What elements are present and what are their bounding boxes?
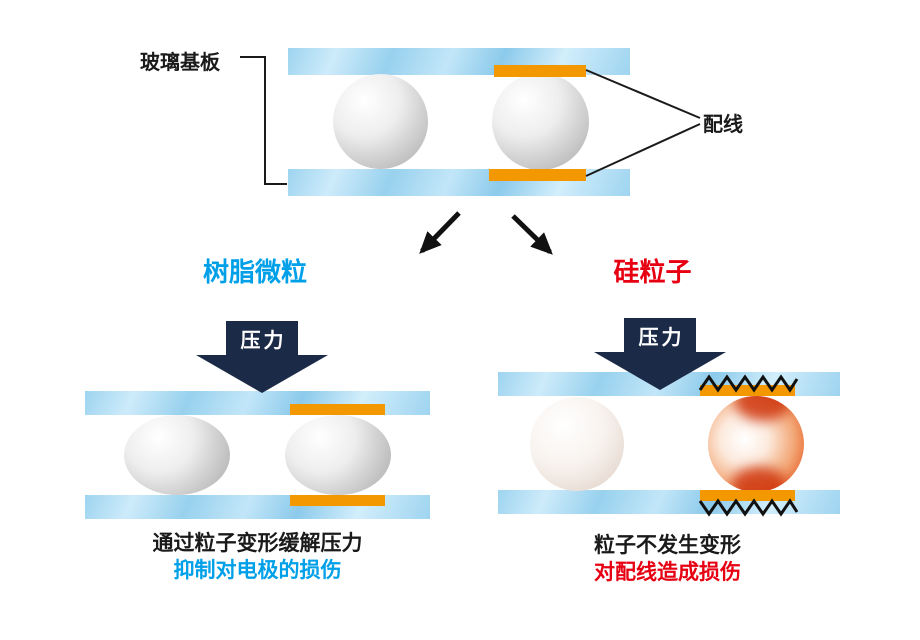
resin-branch-title: 树脂微粒	[202, 258, 307, 288]
resin-caption-line2: 抑制对电极的损伤	[173, 558, 342, 582]
pressure-arrowhead-left	[196, 355, 328, 393]
silicon-caption-line2: 对配线造成损伤	[594, 560, 741, 584]
resin-particle-deformed-left	[124, 415, 230, 495]
wiring-label: 配线	[703, 112, 743, 136]
particle-sphere-right	[492, 73, 589, 170]
glass-substrate-label: 玻璃基板	[140, 50, 220, 74]
wiring-leader-line-top	[585, 69, 701, 119]
silicon-particle-stressed	[708, 396, 804, 492]
substrate-bracket-line	[240, 56, 287, 185]
pressure-label-left: 压力	[226, 321, 298, 355]
stress-hotspot-top	[734, 396, 791, 421]
branch-arrow-right	[511, 214, 553, 255]
silicon-branch-title: 硅粒子	[613, 258, 692, 288]
resin-wiring-bottom	[290, 495, 385, 506]
pressure-arrow-right: 压力	[594, 318, 726, 390]
pressure-arrowhead-right	[594, 352, 726, 390]
silicon-caption-line1: 粒子不发生变形	[594, 533, 741, 557]
resin-wiring-top	[290, 404, 385, 415]
wiring-top	[494, 65, 586, 77]
branch-arrow-left	[419, 211, 461, 254]
resin-caption-line1: 通过粒子变形缓解压力	[152, 531, 363, 555]
stress-hotspot-bottom	[731, 467, 787, 492]
silicon-wiring-bottom	[700, 490, 795, 501]
pressure-arrow-left: 压力	[196, 321, 328, 393]
particle-sphere-left	[333, 74, 428, 169]
pressure-label-right: 压力	[624, 318, 696, 352]
resin-particle-deformed-right	[285, 415, 391, 495]
silicon-particle-left	[530, 397, 624, 491]
wiring-bottom	[489, 169, 586, 181]
